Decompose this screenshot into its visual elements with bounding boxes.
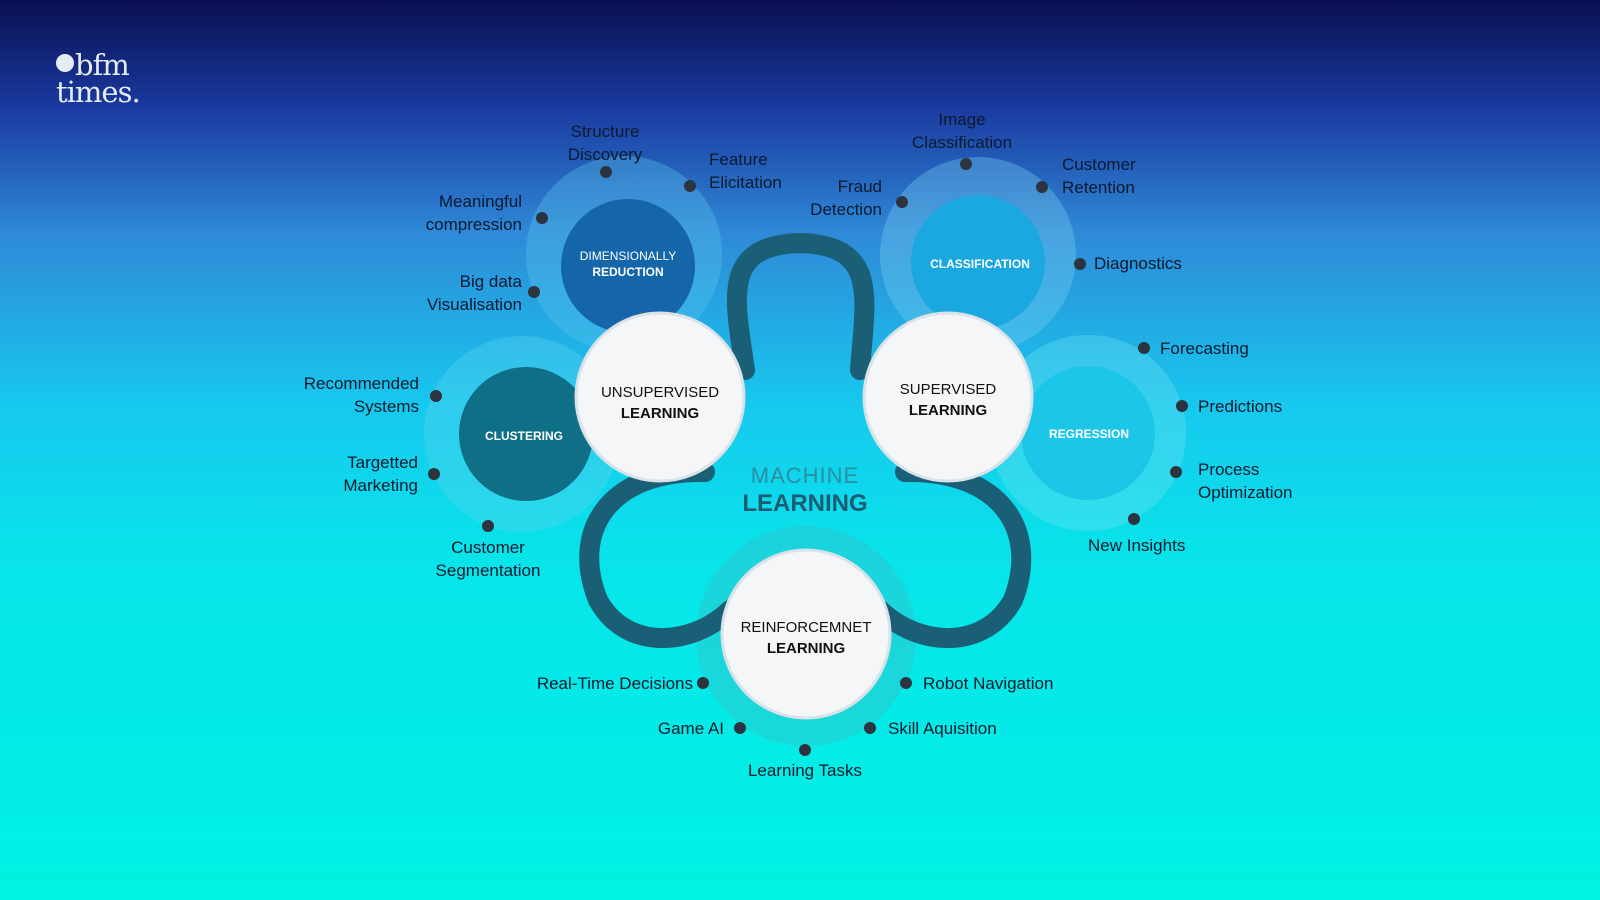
classification-circle — [911, 195, 1045, 329]
right-loop — [870, 461, 1032, 648]
dot-robot-navigation — [900, 677, 912, 689]
reinforcement-label-1: REINFORCEMNET — [741, 619, 872, 636]
dot-recommended-systems — [430, 390, 442, 402]
dot-structure-discovery — [600, 166, 612, 178]
left-loop — [579, 461, 740, 648]
connector-loops — [579, 232, 1032, 648]
dimensionality-label-2: REDUCTION — [592, 265, 663, 279]
dimensionality-label-1: DIMENSIONALLY — [580, 249, 676, 263]
dimensionality-circle — [561, 199, 695, 333]
dot-targetted-marketing — [428, 468, 440, 480]
dot-big-data — [528, 286, 540, 298]
dot-feature-elicitation — [684, 180, 696, 192]
label-process-optimization: Process Optimization — [1198, 460, 1293, 502]
label-recommended-systems: Recommended Systems — [303, 374, 419, 416]
unsupervised-label-1: UNSUPERVISED — [601, 384, 719, 401]
label-meaningful-compression: Meaningful compression — [425, 192, 522, 234]
regression-circle — [1021, 366, 1155, 500]
dot-real-time-decisions — [697, 677, 709, 689]
label-diagnostics: Diagnostics — [1094, 254, 1182, 273]
dot-diagnostics — [1074, 258, 1086, 270]
label-predictions: Predictions — [1198, 397, 1283, 416]
label-big-data-visualisation: Big data Visualisation — [426, 272, 522, 314]
regression-label: REGRESSION — [1049, 427, 1129, 441]
label-forecasting: Forecasting — [1160, 339, 1249, 358]
label-structure-discovery: Structure Discovery — [567, 122, 643, 164]
label-new-insights: New Insights — [1088, 536, 1186, 555]
dot-meaningful-compression — [536, 212, 548, 224]
label-learning-tasks: Learning Tasks — [747, 761, 863, 780]
dot-new-insights — [1128, 513, 1140, 525]
dot-forecasting — [1138, 342, 1150, 354]
label-game-ai: Game AI — [657, 719, 724, 738]
dot-customer-retention — [1036, 181, 1048, 193]
label-customer-retention: Customer Retention — [1062, 155, 1136, 197]
label-skill-aquisition: Skill Aquisition — [888, 719, 997, 738]
label-fraud-detection: Fraud Detection — [810, 177, 882, 219]
reinforcement-label-2: LEARNING — [767, 640, 845, 657]
logo-mark-icon — [56, 54, 74, 72]
dot-process-optimization — [1170, 466, 1182, 478]
unsupervised-label-2: LEARNING — [621, 405, 699, 422]
dot-learning-tasks — [799, 744, 811, 756]
center-title-line1: MACHINE — [750, 463, 860, 488]
label-robot-navigation: Robot Navigation — [923, 674, 1054, 693]
supervised-hub — [862, 311, 1034, 483]
dot-fraud-detection — [896, 196, 908, 208]
center-title-line2: LEARNING — [742, 490, 868, 517]
clustering-label: CLUSTERING — [485, 429, 563, 443]
classification-label: CLASSIFICATION — [930, 257, 1030, 271]
logo-line1: bfm — [75, 48, 130, 82]
dot-predictions — [1176, 400, 1188, 412]
dot-image-classification — [960, 158, 972, 170]
dot-skill-aquisition — [864, 722, 876, 734]
clustering-circle — [459, 367, 593, 501]
top-loop — [727, 232, 875, 380]
bfm-times-logo: bfm times. — [56, 51, 141, 109]
center-title: MACHINE LEARNING — [700, 463, 910, 519]
label-targetted-marketing: Targetted Marketing — [343, 453, 418, 495]
dot-game-ai — [734, 722, 746, 734]
unsupervised-hub — [574, 311, 746, 483]
reinforcement-hub — [720, 548, 892, 720]
marker-dots — [428, 158, 1188, 756]
supervised-label-1: SUPERVISED — [900, 381, 997, 398]
label-feature-elicitation: Feature Elicitation — [709, 150, 782, 192]
label-image-classification: Image Classification — [911, 110, 1013, 152]
label-real-time-decisions: Real-Time Decisions — [536, 674, 693, 693]
logo-line2: times. — [56, 75, 141, 109]
label-customer-segmentation: Customer Segmentation — [435, 538, 541, 580]
supervised-label-2: LEARNING — [909, 402, 987, 419]
dot-customer-segmentation — [482, 520, 494, 532]
